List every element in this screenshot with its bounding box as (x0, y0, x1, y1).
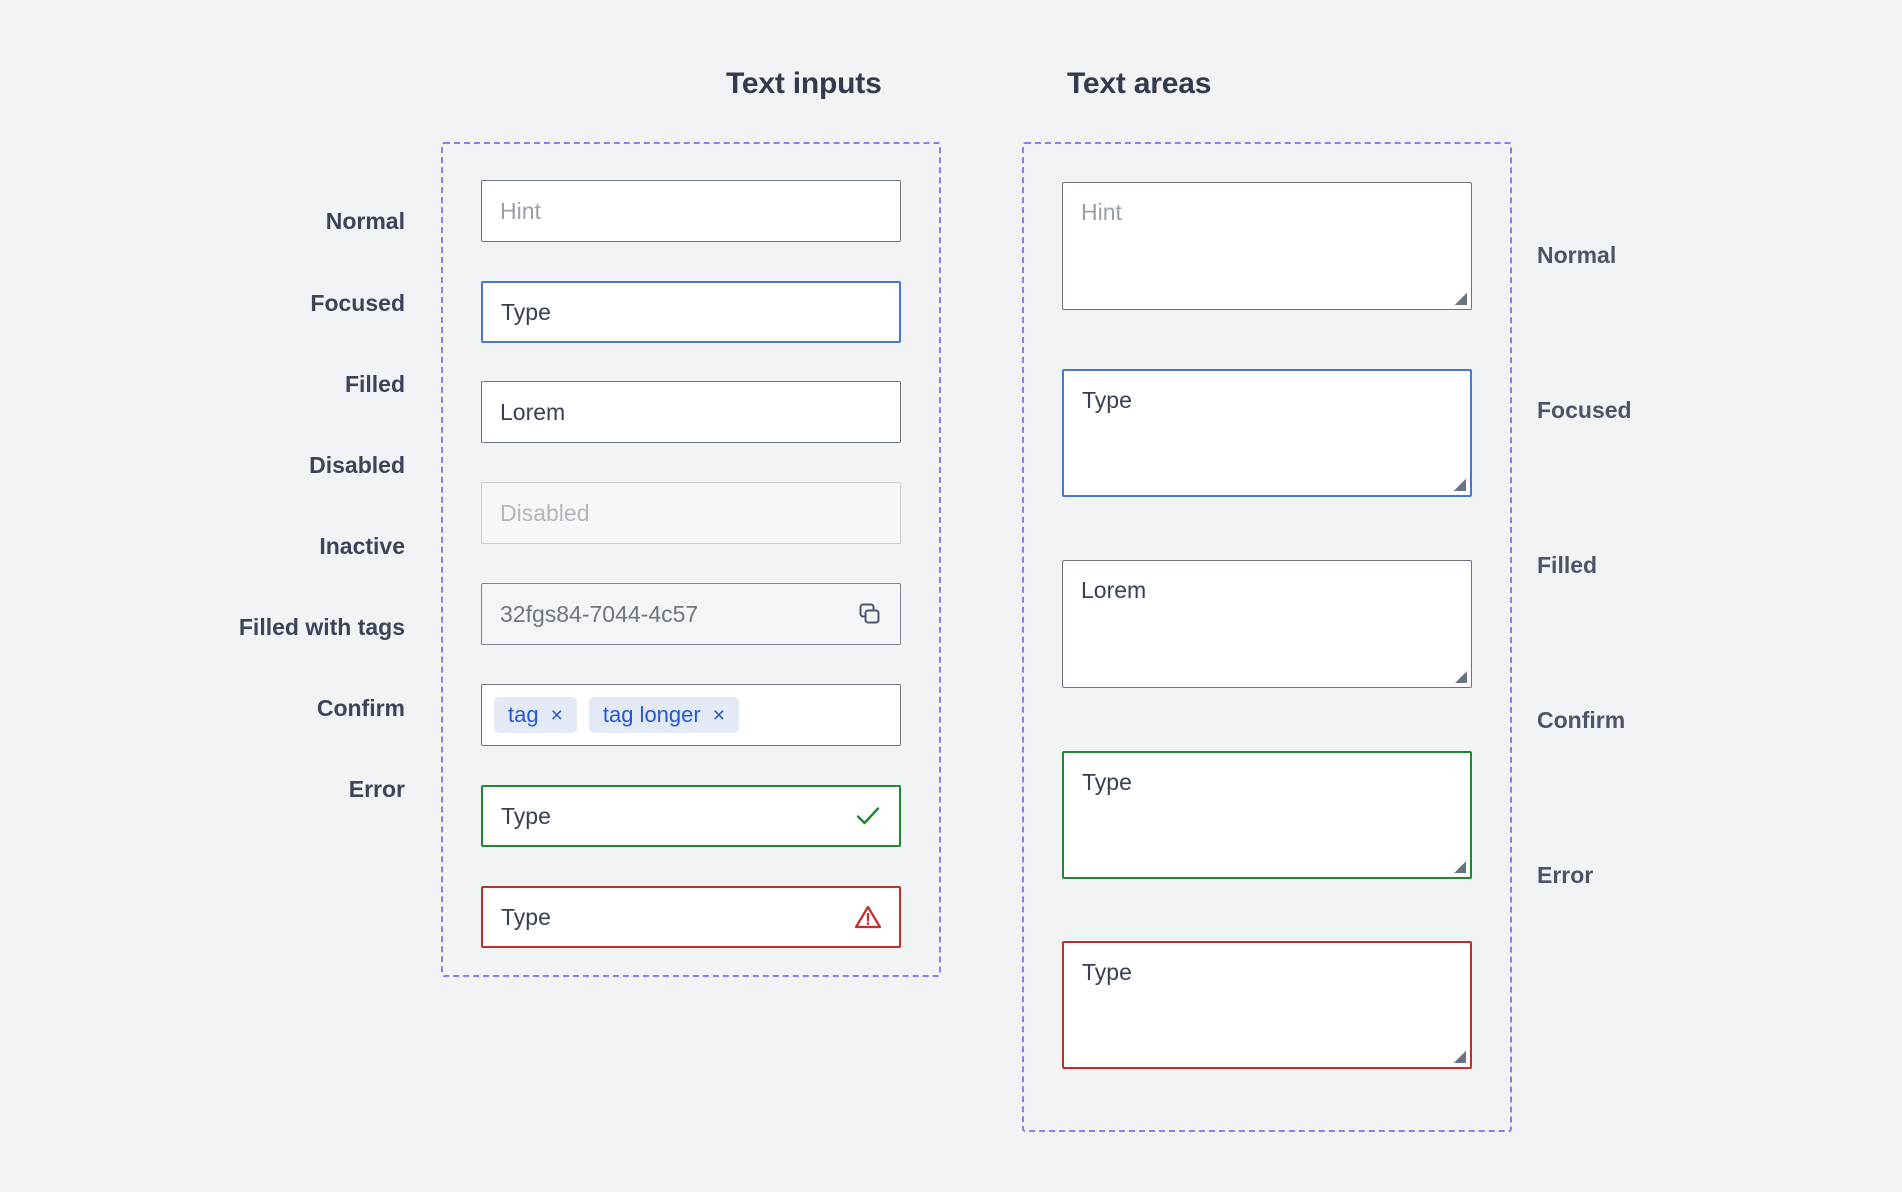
text-input-filled-value: Lorem (500, 398, 566, 425)
copy-icon[interactable] (854, 599, 884, 629)
textarea-filled[interactable]: Lorem (1062, 560, 1472, 688)
text-areas-group-frame (1022, 142, 1512, 1132)
input-row-inactive: 32fgs84-7044-4c57 (481, 583, 901, 645)
input-row-normal: Hint (481, 180, 901, 242)
textarea-error[interactable]: Type (1062, 941, 1472, 1069)
text-input-error-value: Type (501, 903, 551, 930)
textarea-confirm[interactable]: Type (1062, 751, 1472, 879)
textarea-row-error: Type (1062, 941, 1472, 1069)
input-label-normal: Normal (325, 208, 405, 234)
textarea-row-normal: Hint (1062, 182, 1472, 310)
text-input-normal-placeholder: Hint (500, 197, 541, 224)
text-input-disabled: Disabled (481, 482, 901, 544)
input-label-confirm: Confirm (316, 695, 405, 721)
input-row-confirm: Type (481, 785, 901, 847)
textarea-row-confirm: Type (1062, 751, 1472, 879)
resize-handle-icon[interactable] (1455, 293, 1467, 305)
text-input-disabled-placeholder: Disabled (500, 499, 590, 526)
check-icon (853, 801, 883, 831)
textarea-error-value: Type (1082, 959, 1132, 985)
input-label-filled-with-tags: Filled with tags (238, 614, 405, 640)
section-title-text-inputs: Text inputs (726, 67, 882, 100)
tag-chip-label: tag (508, 702, 539, 727)
input-row-filled: Lorem (481, 381, 901, 443)
input-row-filled-with-tags: tag × tag longer × (481, 684, 901, 746)
section-title-text-areas: Text areas (1067, 67, 1212, 100)
text-inputs-group-frame (441, 142, 941, 977)
resize-handle-icon[interactable] (1454, 479, 1466, 491)
resize-handle-icon[interactable] (1454, 1051, 1466, 1063)
textarea-row-focused: Type (1062, 369, 1472, 497)
tag-chip[interactable]: tag × (494, 697, 577, 733)
input-row-error: Type (481, 886, 901, 948)
text-input-focused[interactable]: Type (481, 281, 901, 343)
textarea-label-confirm: Confirm (1537, 707, 1626, 733)
text-input-confirm[interactable]: Type (481, 785, 901, 847)
textarea-normal[interactable]: Hint (1062, 182, 1472, 310)
textarea-confirm-value: Type (1082, 769, 1132, 795)
input-label-inactive: Inactive (319, 533, 405, 559)
text-input-confirm-value: Type (501, 802, 551, 829)
input-label-error: Error (348, 776, 405, 802)
text-input-error[interactable]: Type (481, 886, 901, 948)
text-input-filled[interactable]: Lorem (481, 381, 901, 443)
textarea-label-error: Error (1537, 862, 1594, 888)
input-label-filled: Filled (344, 371, 405, 397)
textarea-filled-value: Lorem (1081, 577, 1147, 603)
text-input-with-tags[interactable]: tag × tag longer × (481, 684, 901, 746)
textarea-label-normal: Normal (1537, 242, 1617, 268)
tag-chip[interactable]: tag longer × (588, 697, 739, 733)
input-row-disabled: Disabled (481, 482, 901, 544)
text-input-normal[interactable]: Hint (481, 180, 901, 242)
warning-icon (853, 902, 883, 932)
input-label-focused: Focused (310, 290, 405, 316)
text-inputs-label-column: Normal Focused Filled Disabled Inactive … (165, 0, 405, 1192)
textarea-focused-value: Type (1082, 387, 1132, 413)
text-areas-label-column: Normal Focused Filled Confirm Error (1537, 0, 1837, 1192)
input-label-disabled: Disabled (309, 452, 405, 478)
text-input-inactive[interactable]: 32fgs84-7044-4c57 (481, 583, 901, 645)
textarea-label-focused: Focused (1537, 397, 1632, 423)
resize-handle-icon[interactable] (1455, 671, 1467, 683)
textarea-focused[interactable]: Type (1062, 369, 1472, 497)
textarea-label-filled: Filled (1537, 552, 1598, 578)
text-input-inactive-value: 32fgs84-7044-4c57 (500, 600, 699, 627)
textarea-normal-placeholder: Hint (1081, 199, 1122, 225)
tag-remove-icon[interactable]: × (550, 703, 563, 727)
resize-handle-icon[interactable] (1454, 861, 1466, 873)
text-input-focused-value: Type (501, 298, 551, 325)
textarea-row-filled: Lorem (1062, 560, 1472, 688)
tag-remove-icon[interactable]: × (712, 703, 725, 727)
tag-chip-label: tag longer (602, 702, 701, 727)
input-row-focused: Type (481, 281, 901, 343)
